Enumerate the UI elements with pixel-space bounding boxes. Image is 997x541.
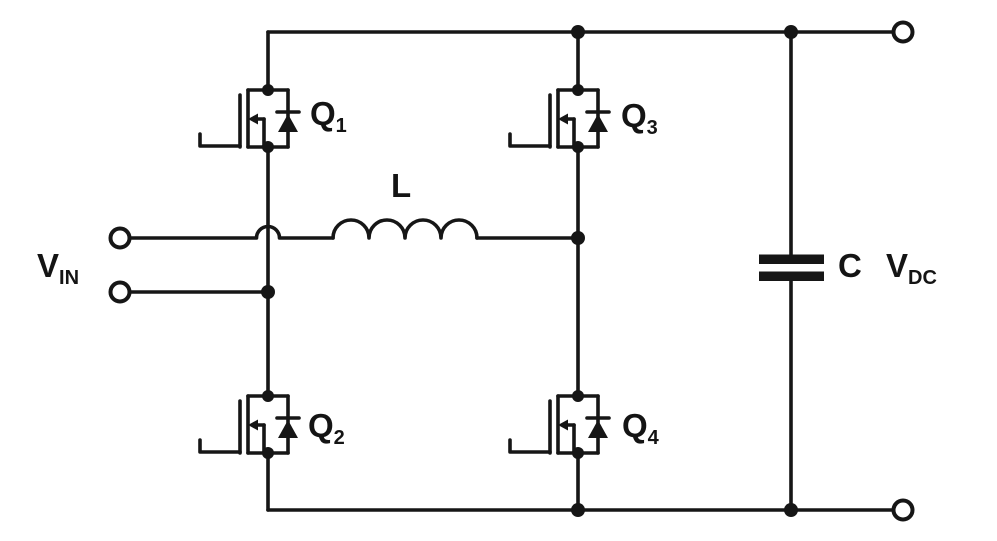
capacitor-symbol [759,254,824,281]
label-q2: Q2 [308,407,345,449]
label-vdc: VDC [886,247,937,289]
mosfet-q3 [508,82,611,155]
label-q1: Q1 [310,95,347,137]
junction-bottom-right-leg [571,503,585,517]
label-vin: VIN [37,247,79,289]
mosfet-q2 [198,388,301,461]
port-terminals [108,20,915,522]
input-wires [128,224,580,294]
label-q4: Q4 [622,407,660,449]
label-q3: Q3 [621,97,658,139]
junction-left-midpoint [261,285,275,299]
label-capacitor: C [838,247,862,284]
terminal-vin-minus [108,280,132,304]
capacitor-branch [759,30,824,512]
junction-top-capacitor [784,25,798,39]
junction-top-right-leg [571,25,585,39]
terminal-vdc-minus [891,498,915,522]
labels: VIN L Q1 Q2 Q3 Q4 C VDC [37,95,937,449]
mosfet-q4 [508,388,611,461]
inductor-symbol [331,218,479,240]
bus-wires [266,30,895,512]
wire-vin-plus-with-hop [128,224,335,240]
junction-bottom-capacitor [784,503,798,517]
junction-dots [261,25,798,517]
terminal-vin-plus [108,226,132,250]
label-inductor: L [391,167,411,204]
terminal-vdc-plus [891,20,915,44]
junction-right-midpoint [571,231,585,245]
mosfet-q1 [198,82,301,155]
